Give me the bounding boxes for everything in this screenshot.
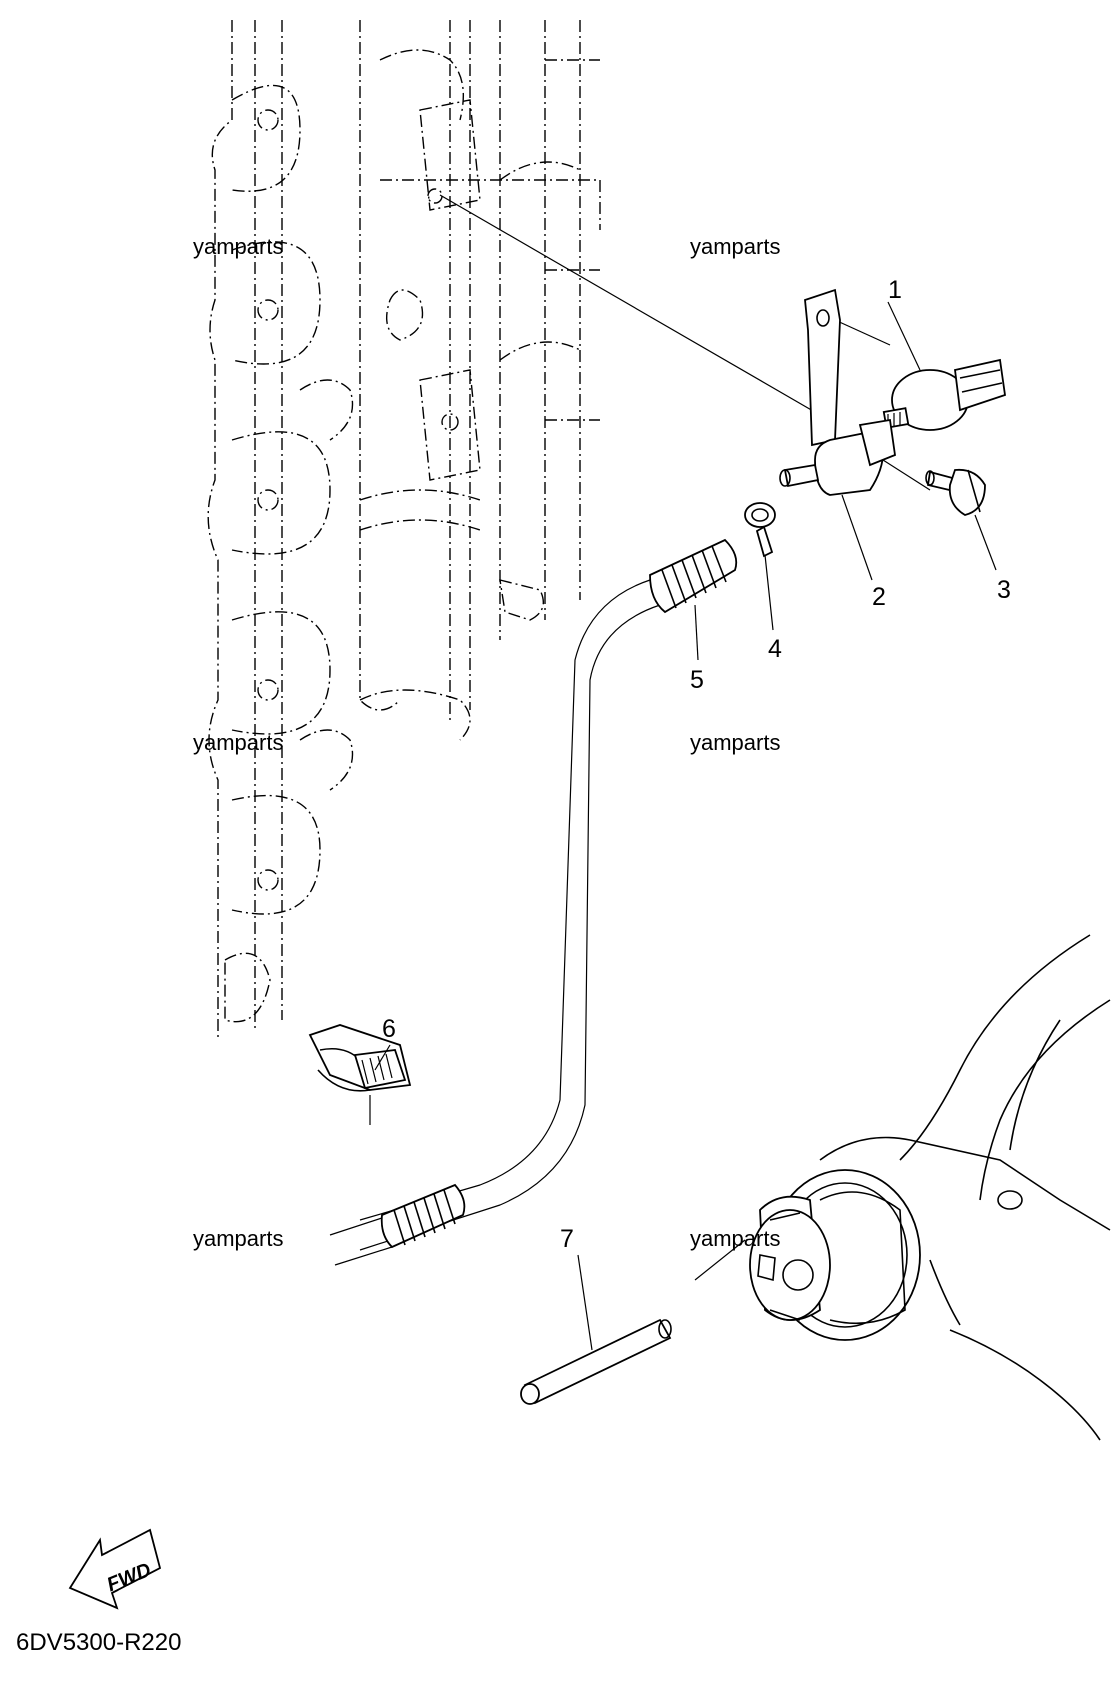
- part-5-hose: [329, 538, 738, 1266]
- part-4-clip: [744, 502, 776, 558]
- drawing-code: 6DV5300-R220: [16, 1629, 181, 1656]
- callout-3: 3: [997, 576, 1011, 604]
- part-6-clamp: [308, 1024, 412, 1092]
- callout-1: 1: [888, 276, 902, 304]
- part-1-sensor: [882, 358, 1006, 431]
- engine-block-outline: [207, 20, 601, 1040]
- fwd-arrow-icon: FWD: [68, 1528, 162, 1610]
- watermark-text: yamparts: [193, 1226, 283, 1251]
- watermark-text: yamparts: [690, 234, 780, 259]
- callout-4: 4: [768, 635, 782, 663]
- watermark-text: yamparts: [690, 1226, 780, 1251]
- watermark-text: yamparts: [690, 730, 780, 755]
- part-7-pin: [520, 1318, 672, 1405]
- watermark-text: yamparts: [193, 730, 283, 755]
- callout-leaders: [374, 301, 997, 1351]
- assembly-leader-lines: [369, 194, 931, 1281]
- watermark-text: yamparts: [193, 234, 283, 259]
- lower-unit-housing: [749, 934, 1111, 1441]
- part-3-bolt: [925, 468, 986, 516]
- part-2-fitting: [779, 288, 896, 496]
- callout-6: 6: [382, 1015, 396, 1043]
- callout-7: 7: [560, 1225, 574, 1253]
- callout-2: 2: [872, 583, 886, 611]
- callout-5: 5: [690, 666, 704, 694]
